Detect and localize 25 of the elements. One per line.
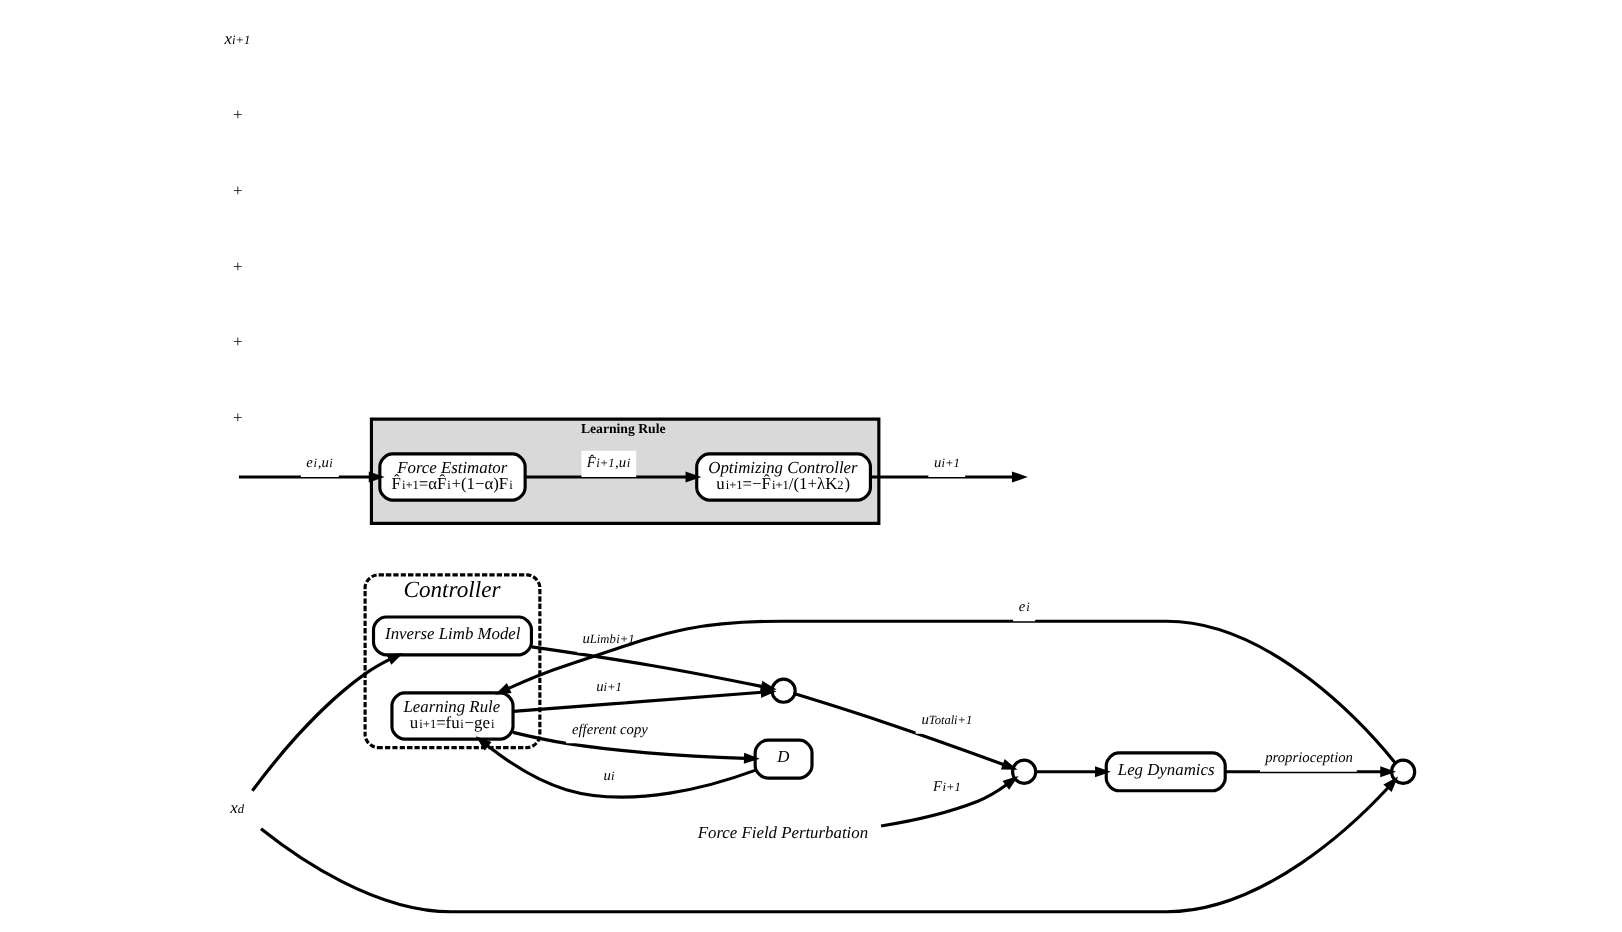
label: +: [230, 330, 243, 351]
node-circle: [769, 676, 796, 703]
arrow: [1035, 765, 1110, 777]
node-box: D: [752, 737, 813, 779]
arrow: [512, 685, 776, 712]
node-text: Force Field Perturbation: [696, 820, 868, 841]
arrow: [524, 470, 701, 482]
arrow: [869, 470, 1027, 482]
label: +: [230, 102, 243, 123]
arrow: [237, 470, 384, 482]
label: +: [230, 406, 243, 427]
node-box: Inverse Limb Model: [370, 614, 533, 656]
arrow: [250, 651, 403, 791]
arrow: [511, 729, 759, 763]
label: +: [230, 254, 243, 275]
label: +: [230, 178, 243, 199]
node-box: Leg Dynamics: [1103, 750, 1226, 792]
node-circle: [1388, 757, 1416, 784]
edge-label: efferent copy: [570, 718, 647, 737]
arrow: [793, 691, 1017, 769]
node-circle: [1009, 757, 1037, 784]
arrow: [1224, 765, 1396, 777]
arrow: [474, 735, 755, 798]
arrow: [493, 618, 1396, 763]
edge-label: proprioception: [1264, 746, 1352, 765]
